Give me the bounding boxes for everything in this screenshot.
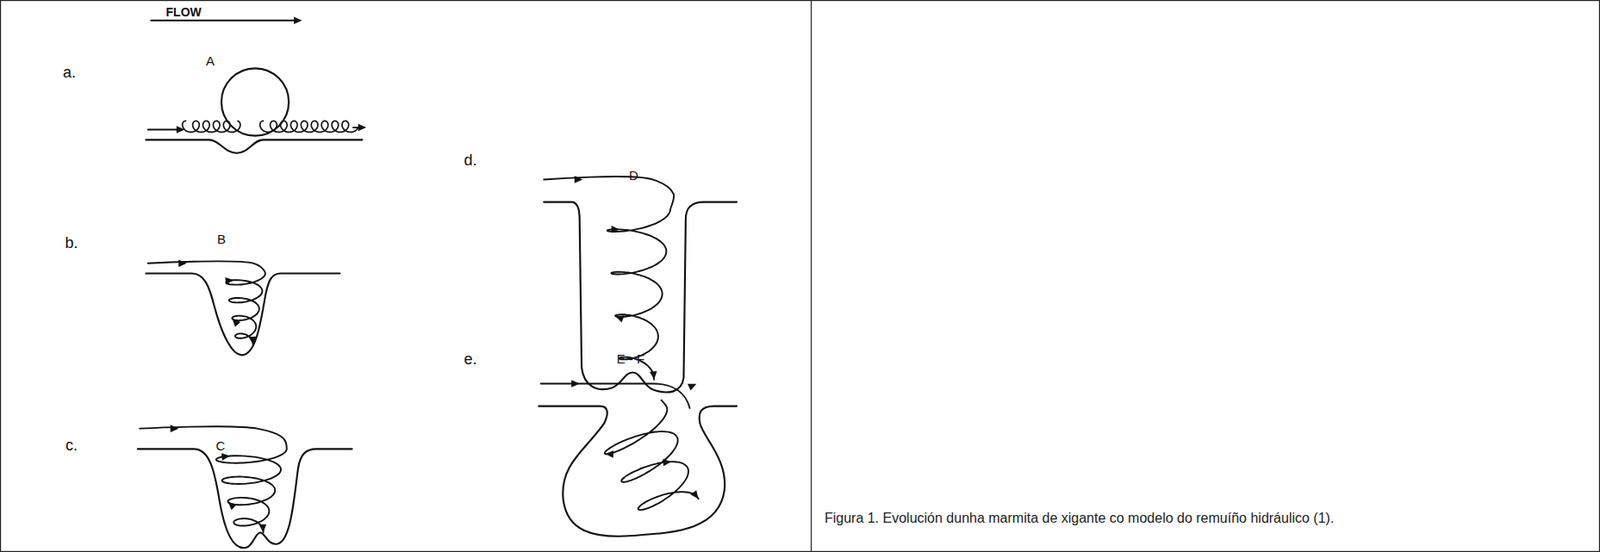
panel-letter: b. <box>64 235 78 253</box>
arrow-head <box>662 458 672 467</box>
arrow-head <box>571 379 579 388</box>
arrow-head <box>649 371 658 380</box>
arrow-head <box>604 450 614 459</box>
flow-line <box>148 129 181 131</box>
panel-divider <box>810 0 812 552</box>
stage-label: B <box>217 232 226 248</box>
stage-label: C <box>215 438 225 454</box>
arrow-head <box>225 499 237 511</box>
arrow-head <box>614 312 625 323</box>
arrow-head <box>221 452 231 461</box>
vortex-flow-line <box>543 176 674 380</box>
vortex-drawings <box>137 16 741 548</box>
vortex-flow-line <box>139 426 287 533</box>
arrow-head <box>229 316 241 328</box>
flow-label: FLOW <box>166 6 202 20</box>
arrow-head <box>690 490 702 502</box>
panel-letter: a. <box>62 64 76 82</box>
large-vortex <box>221 68 289 136</box>
arrow-head <box>170 424 179 433</box>
stage-label: E - F <box>616 352 646 368</box>
arrow-head <box>178 259 187 268</box>
pothole-outline <box>543 202 737 393</box>
arrow-head <box>358 124 367 132</box>
vortex-flow-line <box>594 399 708 528</box>
stream-bed <box>145 139 362 153</box>
tilted-vortex <box>591 380 742 529</box>
arrow-head <box>293 16 302 25</box>
figure-caption: Figura 1. Evolución dunha marmita de xig… <box>824 510 1334 527</box>
flow-direction-arrow <box>150 19 296 22</box>
arrow-head <box>249 336 257 346</box>
arrow-head <box>610 225 620 234</box>
panel-letter: d. <box>463 152 477 170</box>
arrow-head <box>224 276 234 286</box>
panel-letter: e. <box>463 351 477 369</box>
vortex-flow-line <box>541 384 691 409</box>
vortex-flow-line <box>148 261 266 345</box>
stage-label: D <box>628 168 639 183</box>
stage-label: A <box>205 54 215 69</box>
panel-letter: c. <box>65 437 78 455</box>
arrow-head <box>687 380 698 392</box>
arrow-head <box>574 175 583 184</box>
pothole-outline <box>145 273 340 356</box>
arrow-head <box>259 524 268 534</box>
pothole-outline <box>538 406 737 537</box>
